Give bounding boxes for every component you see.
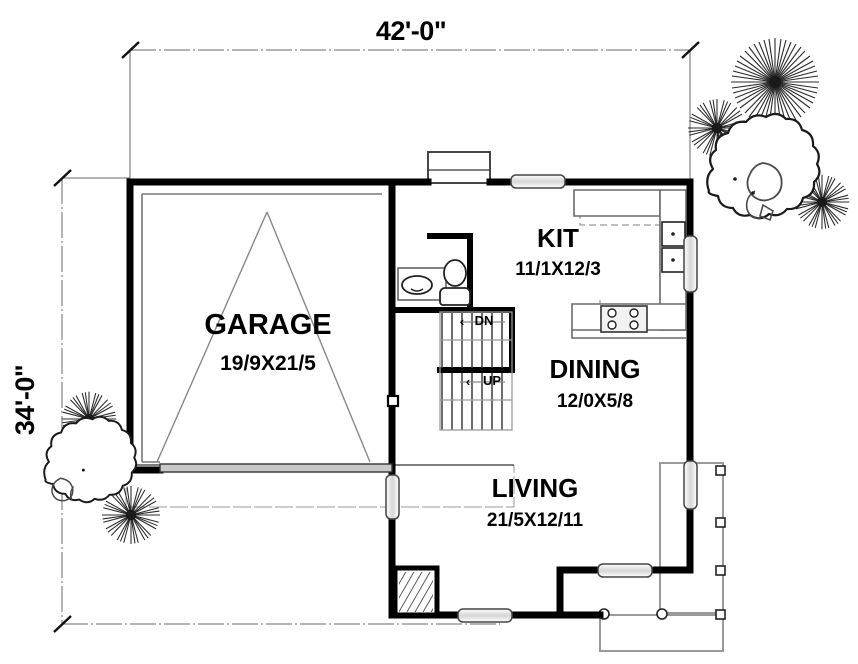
room-label-garage: GARAGE bbox=[204, 309, 331, 341]
garage-entry-door bbox=[386, 394, 400, 408]
window-right-2 bbox=[683, 460, 698, 510]
range-icon bbox=[600, 305, 648, 333]
stair-down-label: DN bbox=[475, 313, 494, 328]
stair-up-arrow-icon: ‹ bbox=[466, 374, 470, 389]
fireplace-icon bbox=[392, 565, 440, 618]
deck-post bbox=[715, 609, 726, 620]
deck-post bbox=[715, 465, 726, 476]
deck-post bbox=[715, 565, 726, 576]
dimension-lines bbox=[53, 41, 700, 633]
bathroom-sink-icon bbox=[401, 275, 433, 295]
windows bbox=[385, 174, 698, 623]
deck-post bbox=[656, 608, 668, 620]
room-label-living: LIVING bbox=[492, 473, 579, 503]
garage-door bbox=[159, 463, 393, 473]
overall-depth-dimension: 34'-0" bbox=[10, 365, 40, 435]
room-size-garage: 19/9X21/5 bbox=[220, 352, 316, 375]
dim-tick-bl2 bbox=[53, 615, 72, 633]
room-label-dining: DINING bbox=[550, 354, 641, 384]
window-right-1 bbox=[683, 235, 698, 293]
room-labels: GARAGE 19/9X21/5 KIT 11/1X12/3 DINING 12… bbox=[204, 223, 640, 531]
window-top-1 bbox=[510, 174, 566, 189]
landscaping-lower-left bbox=[43, 391, 161, 545]
dim-tick-tr bbox=[681, 41, 700, 59]
window-bottom-1 bbox=[457, 608, 513, 623]
deck bbox=[598, 462, 726, 652]
stair-up-label: UP bbox=[483, 373, 501, 388]
exterior-walls bbox=[126, 178, 694, 619]
toilet-icon bbox=[443, 259, 467, 287]
room-size-living: 21/5X12/11 bbox=[487, 510, 584, 531]
room-size-dining: 12/0X5/8 bbox=[557, 391, 633, 412]
entry-stoop bbox=[427, 151, 491, 184]
landscaping-upper-right bbox=[687, 38, 850, 230]
overall-width-dimension: 42'-0" bbox=[376, 16, 446, 46]
dim-tick-bl1 bbox=[53, 169, 72, 187]
powder-room-fixtures bbox=[401, 259, 471, 306]
deciduous-tree-icon bbox=[43, 415, 138, 504]
stair-down-arrow-icon: ‹ bbox=[460, 314, 464, 329]
kitchen-casework bbox=[571, 189, 687, 339]
window-bottom-2 bbox=[597, 563, 653, 578]
stairs bbox=[439, 311, 513, 431]
garage-parking-indicator bbox=[156, 211, 371, 463]
window-left-1 bbox=[385, 474, 400, 520]
room-size-kitchen: 11/1X12/3 bbox=[515, 259, 601, 280]
shrub-icon bbox=[101, 485, 161, 545]
deciduous-tree-icon bbox=[706, 112, 821, 222]
deck-post bbox=[715, 517, 726, 528]
room-label-kitchen: KIT bbox=[537, 223, 579, 253]
dim-tick-tl bbox=[121, 41, 140, 59]
